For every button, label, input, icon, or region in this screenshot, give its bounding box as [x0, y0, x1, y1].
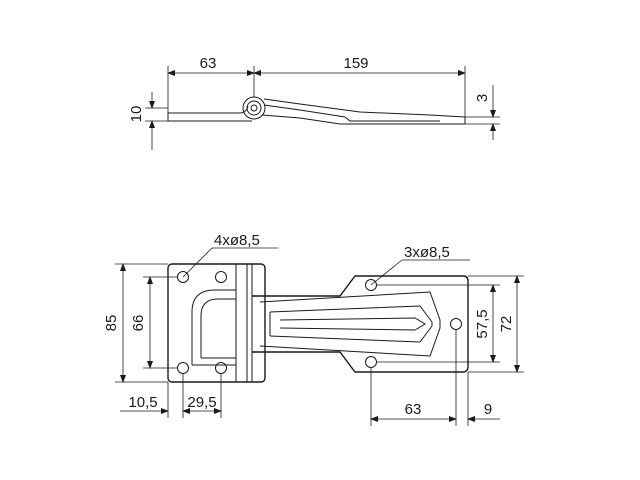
- dim-label-9: 9: [484, 401, 492, 418]
- lever-rib-mid: [269, 305, 433, 343]
- hinge-knuckle-inner: [246, 100, 262, 116]
- dim-label-3: 3: [474, 94, 491, 102]
- lever-rib-outer: [259, 291, 441, 357]
- leader-line: [370, 259, 403, 286]
- dim-label-159: 159: [343, 55, 368, 72]
- side-left-plate-top: [168, 105, 249, 114]
- base-hole: [215, 362, 227, 374]
- dim-label-85: 85: [103, 315, 120, 332]
- leader-line: [182, 247, 213, 278]
- dim-label-10-5: 10,5: [128, 394, 157, 411]
- holes-right-label: 3xø8,5: [404, 244, 450, 261]
- side-view: 63 159 10 3: [128, 55, 500, 150]
- dim-label-63-bottom: 63: [405, 401, 422, 418]
- hinge-knuckle-outer: [242, 96, 266, 120]
- base-hole: [215, 271, 227, 283]
- side-arm-mid: [263, 104, 346, 118]
- arch-outer: [191, 289, 236, 365]
- base-hole: [177, 362, 189, 374]
- lever-hole: [365, 356, 377, 368]
- side-arm-edge: [344, 116, 440, 122]
- dim-label-29-5: 29,5: [187, 394, 216, 411]
- lever-hole: [450, 318, 462, 330]
- lever-outline: [252, 275, 469, 373]
- lever-rib-inner: [279, 317, 426, 331]
- dim-label-63: 63: [200, 55, 217, 72]
- dim-label-10: 10: [128, 106, 145, 123]
- holes-left-label: 4xø8,5: [214, 232, 260, 249]
- side-arm-bottom: [261, 114, 465, 125]
- arch-inner: [200, 298, 236, 358]
- dim-label-66: 66: [130, 315, 147, 332]
- side-arm-top: [263, 98, 466, 118]
- plan-view: 4xø8,5 3xø8,5 85 66 10,5 29,5 57,5 72: [103, 232, 524, 426]
- base-plate-outline: [167, 263, 266, 383]
- arch-base: [192, 357, 236, 366]
- hinge-pin: [250, 104, 258, 112]
- dim-label-72: 72: [498, 316, 515, 333]
- dim-label-57-5: 57,5: [474, 309, 491, 338]
